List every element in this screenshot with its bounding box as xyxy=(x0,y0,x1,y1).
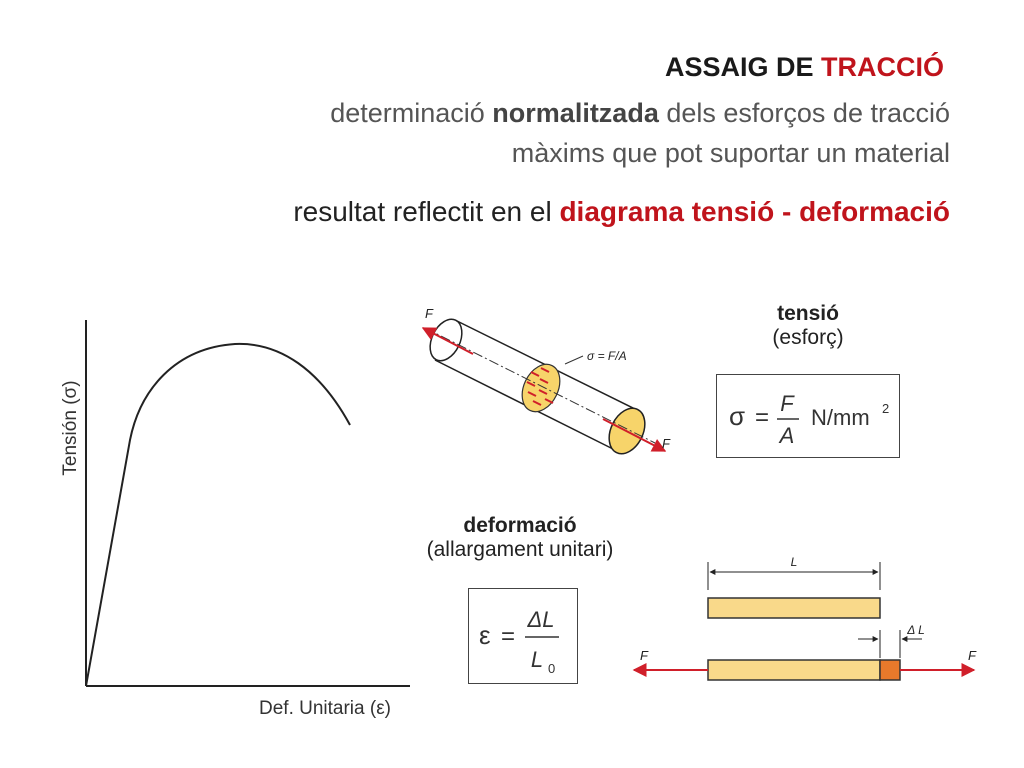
cylinder-specimen: F F σ = F/A xyxy=(421,306,671,466)
deformation-label: deformació (allargament unitari) xyxy=(390,514,650,562)
deformation-denominator: L xyxy=(531,647,543,672)
tension-eq: = xyxy=(755,404,769,431)
length-label: L xyxy=(791,555,798,569)
subtitle-1c: dels esforços de tracció xyxy=(666,98,950,128)
tension-label: tensió (esforç) xyxy=(718,302,898,350)
title-accent: TRACCIÓ xyxy=(821,52,944,82)
tension-numerator: F xyxy=(780,391,795,416)
deformation-formula: ε = ΔL L 0 xyxy=(479,607,559,676)
result-prefix: resultat reflectit en el xyxy=(293,196,552,227)
x-axis-label: Def. Unitaria (ε) xyxy=(259,698,391,719)
epsilon-symbol: ε xyxy=(479,620,491,650)
result-line: resultat reflectit en el diagrama tensió… xyxy=(293,196,950,228)
bar-force-label-right: F xyxy=(968,648,977,663)
force-label-right: F xyxy=(662,436,671,451)
tension-formula-box: σ = F A N/mm 2 xyxy=(716,374,900,458)
bar-force-label-left: F xyxy=(640,648,649,663)
stress-hatch xyxy=(526,367,554,406)
force-label-left: F xyxy=(425,306,434,321)
y-axis-label: Tensión (σ) xyxy=(60,380,81,475)
title-prefix: ASSAIG DE xyxy=(664,52,814,82)
delta-length-label: Δ L xyxy=(906,623,925,637)
elongation-bars: L Δ L F F xyxy=(632,555,977,681)
deformation-denominator-sub: 0 xyxy=(548,661,555,676)
sigma-symbol: σ xyxy=(729,401,745,431)
tension-title: tensió xyxy=(777,302,839,325)
cross-section xyxy=(521,363,561,413)
tension-denominator: A xyxy=(778,423,795,448)
stress-label: σ = F/A xyxy=(587,349,627,363)
result-accent: diagrama tensió - deformació xyxy=(559,196,950,227)
deformation-title: deformació xyxy=(463,514,577,537)
tension-formula: σ = F A N/mm 2 xyxy=(729,391,889,448)
deformation-numerator: ΔL xyxy=(527,607,555,632)
force-arrow-right xyxy=(602,418,667,452)
tension-subtitle: (esforç) xyxy=(772,326,844,349)
deformation-subtitle: (allargament unitari) xyxy=(426,538,614,561)
stress-strain-curve xyxy=(85,342,351,687)
subtitle-line-2: màxims que pot suportar un material xyxy=(511,138,950,168)
stress-strain-graph: Tensión (σ) Def. Unitaria (ε) xyxy=(60,320,410,719)
stretched-bar xyxy=(707,659,881,681)
force-arrow-left xyxy=(421,327,474,355)
original-bar xyxy=(707,597,881,619)
deformation-formula-box: ε = ΔL L 0 xyxy=(468,588,578,684)
subtitle-line-1: determinació normalitzada dels esforços … xyxy=(330,98,950,129)
subtitle-1a: determinació xyxy=(330,98,485,128)
elongation-segment xyxy=(879,659,901,681)
tension-unit: N/mm xyxy=(811,405,870,430)
subtitle-1b: normalitzada xyxy=(492,98,659,128)
tension-unit-exponent: 2 xyxy=(882,401,889,416)
deformation-eq: = xyxy=(501,623,515,650)
slide-title: ASSAIG DE TRACCIÓ xyxy=(665,52,944,83)
